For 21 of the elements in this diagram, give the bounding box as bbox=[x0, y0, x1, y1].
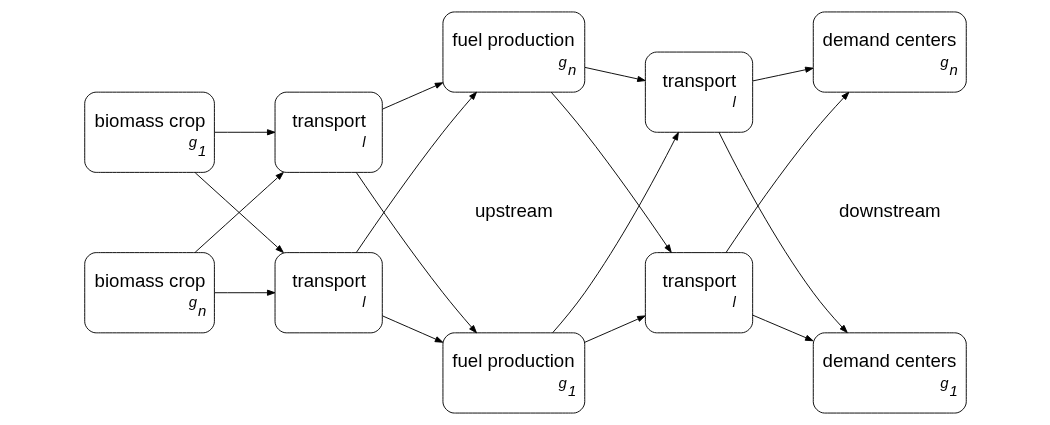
arrow bbox=[381, 315, 443, 343]
label: downstream bbox=[838, 200, 941, 222]
arrow bbox=[583, 315, 646, 343]
node-box: transport l bbox=[644, 252, 753, 334]
arrow bbox=[583, 66, 646, 82]
arrow bbox=[725, 91, 849, 253]
arrow bbox=[381, 82, 443, 110]
arrow bbox=[551, 131, 679, 334]
arrow bbox=[550, 91, 672, 253]
node-box: transport l bbox=[274, 252, 383, 334]
label: upstream bbox=[474, 200, 553, 222]
arrow bbox=[718, 131, 848, 334]
arrow bbox=[213, 129, 275, 136]
node-box: transport l bbox=[274, 91, 383, 173]
arrow bbox=[751, 66, 813, 82]
arrow bbox=[194, 172, 284, 253]
arrow bbox=[213, 289, 275, 296]
arrow bbox=[355, 91, 477, 253]
arrow bbox=[355, 172, 477, 334]
node-box: transport l bbox=[644, 51, 753, 133]
arrow bbox=[751, 314, 813, 342]
